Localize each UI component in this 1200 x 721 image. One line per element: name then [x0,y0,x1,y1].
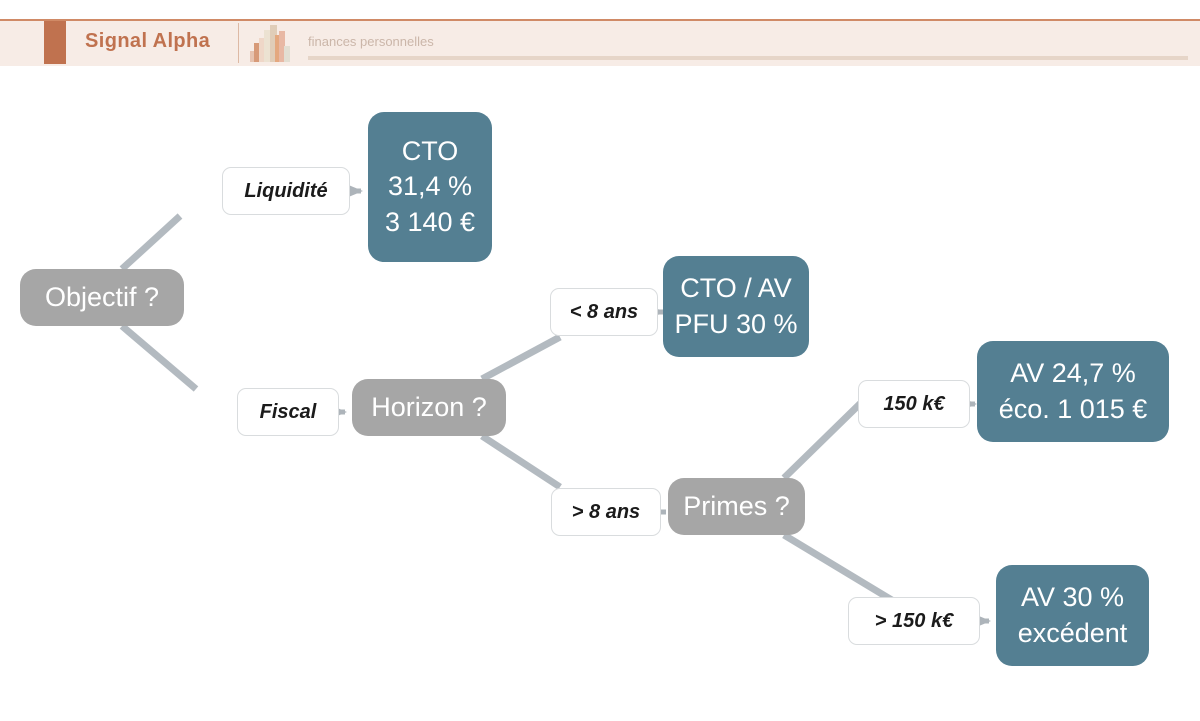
header-divider [238,23,239,63]
edge-label-fiscal[interactable]: Fiscal [237,388,339,436]
edge-primes-150k [781,391,873,481]
node-cto-line-1: 31,4 % [387,171,473,202]
brand-title: Signal Alpha [85,30,211,52]
node-primes[interactable]: Primes ? [668,478,805,535]
node-av-247[interactable]: AV 24,7 % éco. 1 015 € [977,341,1169,442]
edge-horizon-lt8ans [480,333,562,383]
node-av-30[interactable]: AV 30 % excédent [996,565,1149,666]
header-accent-block [44,21,66,64]
edge-label-150-keur[interactable]: 150 k€ [858,380,970,428]
node-cto-av-line-0: CTO / AV [680,273,792,304]
node-av-30-line-1: excédent [1017,617,1128,648]
node-cto-av[interactable]: CTO / AV PFU 30 % [663,256,809,357]
node-horizon-line-0: Horizon ? [371,391,487,422]
header-underline [308,56,1188,60]
node-objectif[interactable]: Objectif ? [20,269,184,326]
edge-label-lt-8-ans[interactable]: < 8 ans [550,288,658,336]
edge-label-gt-150-keur[interactable]: > 150 k€ [848,597,980,645]
node-cto[interactable]: CTO 31,4 % 3 140 € [368,112,492,262]
node-horizon[interactable]: Horizon ? [352,379,506,436]
node-cto-line-0: CTO [401,136,459,167]
edge-label-gt-8-ans[interactable]: > 8 ans [551,488,661,536]
edge-objectif-fiscal [119,323,199,392]
node-cto-line-2: 3 140 € [384,206,476,237]
bar-chart-icon [250,24,290,62]
edge-horizon-gt8ans [480,433,562,490]
edge-label-liquidite[interactable]: Liquidité [222,167,350,215]
header-subtitle: finances personnelles [308,34,434,49]
edge-primes-gt150k [782,532,907,611]
node-primes-line-0: Primes ? [683,490,790,521]
edge-objectif-liquidite [119,213,183,272]
node-cto-av-line-1: PFU 30 % [674,308,798,339]
node-objectif-line-0: Objectif ? [44,281,160,312]
node-av-30-line-0: AV 30 % [1020,582,1125,613]
node-av-247-line-1: éco. 1 015 € [998,393,1148,424]
node-av-247-line-0: AV 24,7 % [1010,358,1136,389]
